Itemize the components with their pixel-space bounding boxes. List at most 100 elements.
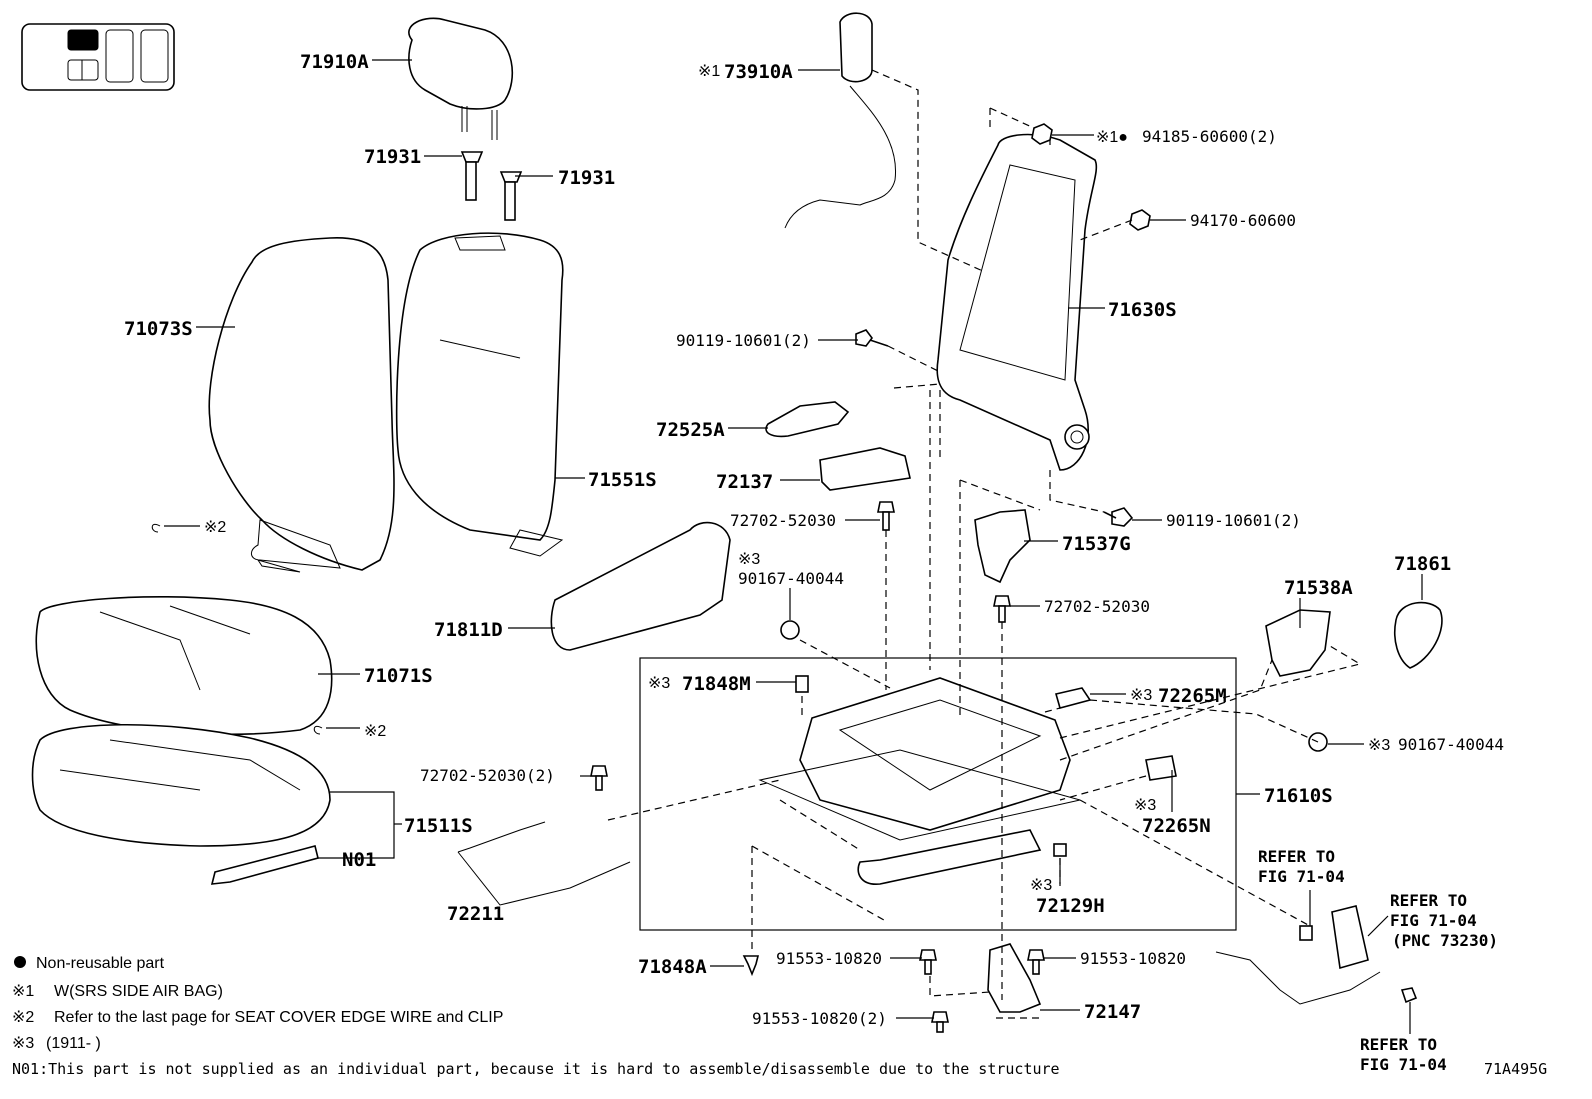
label-94185: 94185-60600(2) (1142, 127, 1277, 146)
legend-note2-mark: ※2 (12, 1009, 34, 1026)
label-refer-2a: REFER TO (1390, 891, 1467, 910)
leader-lines (164, 59, 1423, 1034)
label-90119-bottom: 90119-10601(2) (1166, 511, 1301, 530)
nut-94185 (1031, 123, 1053, 145)
seat-cushion-pad (31, 723, 331, 847)
legend-note2: Refer to the last page for SEAT COVER ED… (54, 1009, 503, 1026)
legend: Non-reusable part ※1 W(SRS SIDE AIR BAG)… (12, 955, 1060, 1078)
switch-72265M (1054, 687, 1092, 709)
clip-71848A (742, 955, 760, 977)
legend-note1: W(SRS SIDE AIR BAG) (54, 983, 223, 1000)
label-note2-upper: ※2 (204, 519, 226, 536)
label-N01: N01 (342, 849, 376, 871)
label-91553-left: 91553-10820 (776, 949, 882, 968)
label-94170: 94170-60600 (1190, 211, 1296, 230)
side-airbag (784, 12, 897, 229)
bracket-72147 (987, 943, 1042, 1013)
seatback-cover (208, 237, 395, 573)
label-71610S: 71610S (1264, 785, 1333, 807)
label-72265N-mark: ※3 (1134, 797, 1156, 814)
label-71511S: 71511S (404, 815, 473, 837)
bolt-72702-pair (590, 765, 608, 791)
headrest-support-left (460, 151, 484, 201)
label-90167-right-mark: ※3 (1368, 737, 1390, 754)
cushion-wire-n01 (210, 845, 319, 885)
label-72702-pair: 72702-52030(2) (420, 766, 555, 785)
label-refer-3a: REFER TO (1360, 1035, 1437, 1054)
label-71931-left: 71931 (364, 146, 421, 168)
bolt-91553-left (919, 949, 937, 975)
seat-side-shield (550, 521, 731, 651)
bracket-71537G (974, 509, 1031, 584)
label-refer-3b: FIG 71-04 (1360, 1055, 1447, 1074)
bolt-91553-pair (931, 1011, 949, 1033)
label-94185-mark: ※1● (1096, 129, 1128, 146)
headrest-support-right (499, 171, 523, 221)
label-71848M: 71848M (682, 673, 751, 695)
label-72265M-mark: ※3 (1130, 687, 1152, 704)
label-90167-right: 90167-40044 (1398, 735, 1504, 754)
label-71537G: 71537G (1062, 533, 1131, 555)
label-72265M: 72265M (1158, 685, 1227, 707)
legend-note3-mark: ※3 (12, 1035, 34, 1052)
label-72265N: 72265N (1142, 815, 1211, 837)
seatback-frame (936, 133, 1098, 471)
seat-cushion-cover (35, 595, 333, 736)
label-71910A: 71910A (300, 51, 369, 73)
legend-n01: N01:This part is not supplied as an indi… (12, 1060, 1060, 1078)
label-71931-right: 71931 (558, 167, 615, 189)
label-71551S: 71551S (588, 469, 657, 491)
cover-72137 (819, 447, 911, 491)
label-note2-lower: ※2 (364, 723, 386, 740)
label-73910A: 73910A (724, 61, 793, 83)
label-71861: 71861 (1394, 553, 1451, 575)
label-72147: 72147 (1084, 1001, 1141, 1023)
label-72702-mid: 72702-52030 (1044, 597, 1150, 616)
label-72211: 72211 (447, 903, 504, 925)
cover-71861 (1394, 601, 1443, 669)
label-72525A: 72525A (656, 419, 725, 441)
label-91553-pair: 91553-10820(2) (752, 1009, 887, 1028)
bolt-72702-mid (993, 595, 1011, 623)
label-90119-top: 90119-10601(2) (676, 331, 811, 350)
label-71848M-mark: ※3 (648, 675, 670, 692)
label-71073S: 71073S (124, 318, 193, 340)
label-91553-right: 91553-10820 (1080, 949, 1186, 968)
switch-72265N (1145, 755, 1177, 781)
clip-71848M (795, 675, 809, 693)
screw-90167-left (780, 620, 800, 640)
seat-harness (1215, 905, 1418, 1005)
label-71538A: 71538A (1284, 577, 1353, 599)
seat-cushion-frame (758, 677, 1081, 885)
label-refer-1b: FIG 71-04 (1258, 867, 1345, 886)
bolt-90119-bottom (1103, 507, 1134, 527)
edge-wire-clip-lower (313, 725, 323, 735)
label-refer-2b: FIG 71-04 (1390, 911, 1477, 930)
label-refer-1a: REFER TO (1258, 847, 1335, 866)
label-73910A-mark: ※1 (698, 63, 720, 80)
edge-wire-clip-upper (151, 523, 161, 533)
nut-94170 (1129, 209, 1151, 231)
bolt-72702-top (877, 501, 895, 531)
wire-72211 (457, 821, 631, 906)
label-72137: 72137 (716, 471, 773, 493)
label-72129H: 72129H (1036, 895, 1105, 917)
legend-nonreusable: Non-reusable part (36, 955, 165, 972)
label-90167-left: 90167-40044 (738, 569, 844, 588)
label-71848A: 71848A (638, 956, 707, 978)
illustration-code: 71A495G (1484, 1060, 1547, 1078)
label-72702-top: 72702-52030 (730, 511, 836, 530)
label-90167-left-mark: ※3 (738, 551, 760, 568)
label-71630S: 71630S (1108, 299, 1177, 321)
label-refer-2c: (PNC 73230) (1392, 931, 1498, 950)
bolt-91553-right (1027, 949, 1045, 975)
recliner-inner-cover (765, 401, 850, 438)
nonreusable-dot-icon (14, 956, 26, 968)
headrest (408, 17, 514, 140)
label-72129H-mark: ※3 (1030, 877, 1052, 894)
legend-note1-mark: ※1 (12, 983, 34, 1000)
legend-note3: (1911- ) (46, 1035, 101, 1052)
label-71071S: 71071S (364, 665, 433, 687)
bolt-90119-top (855, 329, 889, 347)
